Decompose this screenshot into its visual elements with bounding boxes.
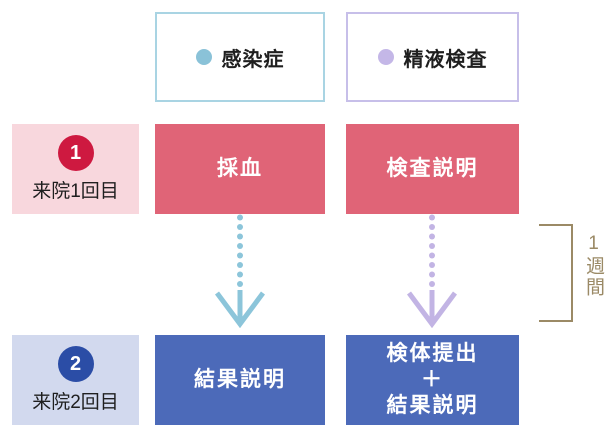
visit-2-label-box: 2 来院2回目 bbox=[12, 335, 139, 425]
step-test-explanation-label: 検査説明 bbox=[386, 157, 479, 180]
step-blood-draw-box: 採血 bbox=[155, 124, 325, 214]
legend-box-semen: 精液検査 bbox=[346, 12, 519, 102]
step-test-explanation-box: 検査説明 bbox=[346, 124, 519, 214]
visit-2-number-badge: 2 bbox=[57, 346, 94, 382]
step-result-explanation-box: 結果説明 bbox=[155, 335, 325, 425]
step-sample-submit-plus: ＋ bbox=[421, 368, 444, 391]
duration-bracket bbox=[539, 224, 573, 322]
visit-2-label: 来院2回目 bbox=[32, 392, 119, 413]
legend-box-infection: 感染症 bbox=[155, 12, 325, 102]
legend-label-infection: 感染症 bbox=[221, 48, 285, 71]
step-result-explanation-label: 結果説明 bbox=[194, 368, 286, 391]
step-sample-submit-line3: 結果説明 bbox=[386, 394, 479, 417]
arrow-down-infection-icon bbox=[214, 214, 266, 328]
visit-1-label: 来院1回目 bbox=[32, 181, 119, 202]
visit-1-label-box: 1 来院1回目 bbox=[12, 124, 139, 214]
legend-label-semen: 精液検査 bbox=[403, 48, 488, 71]
semen-dot-icon bbox=[377, 49, 394, 65]
infection-dot-icon bbox=[195, 49, 212, 65]
step-sample-submit-box: 検体提出 ＋ 結果説明 bbox=[346, 335, 519, 425]
duration-label: 1週間 bbox=[583, 233, 604, 298]
arrow-down-semen-icon bbox=[406, 214, 458, 328]
step-blood-draw-label: 採血 bbox=[217, 157, 263, 180]
visit-1-number-badge: 1 bbox=[57, 135, 94, 171]
step-sample-submit-line1: 検体提出 bbox=[386, 342, 479, 365]
